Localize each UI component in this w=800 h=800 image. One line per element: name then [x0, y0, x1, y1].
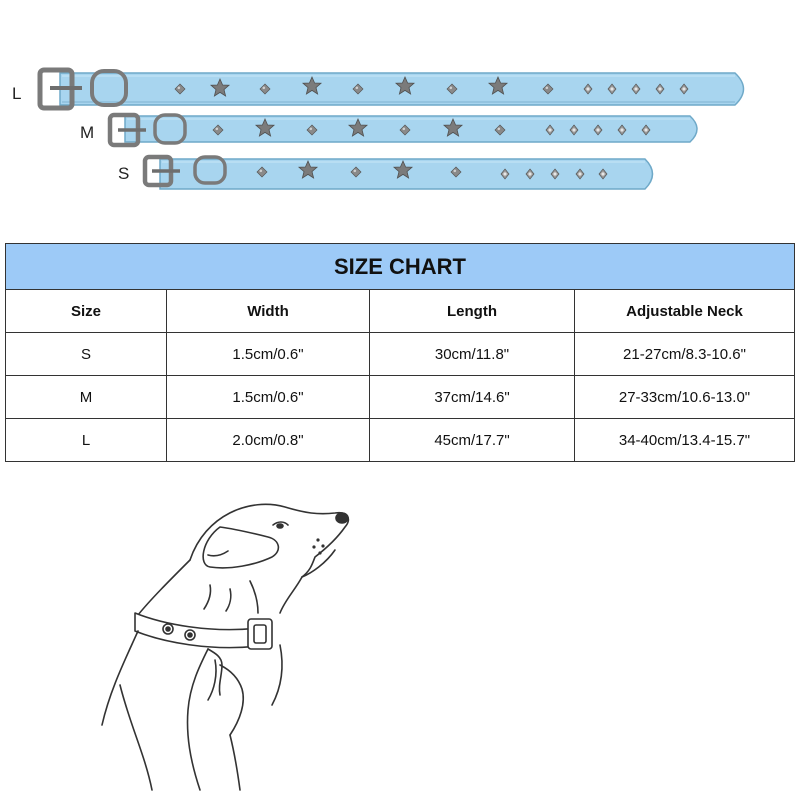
- dog-measuring-neck-icon: [101, 503, 350, 791]
- table-row: M 1.5cm/0.6" 37cm/14.6" 27-33cm/10.6-13.…: [5, 375, 795, 419]
- column-header-size: Size: [5, 289, 167, 333]
- size-chart-table: SIZE CHART Size Width Length Adjustable …: [5, 243, 795, 462]
- collar-size-label-l: L: [12, 84, 22, 103]
- length-cell: 30cm/11.8": [369, 332, 575, 376]
- width-cell: 1.5cm/0.6": [166, 332, 370, 376]
- collar-size-label-m: M: [80, 123, 95, 142]
- column-header-length: Length: [369, 289, 575, 333]
- width-cell: 2.0cm/0.8": [166, 418, 370, 462]
- table-row: L 2.0cm/0.8" 45cm/17.7" 34-40cm/13.4-15.…: [5, 418, 795, 462]
- collar-large: [37, 67, 745, 111]
- column-header-width: Width: [166, 289, 370, 333]
- width-cell: 1.5cm/0.6": [166, 375, 370, 419]
- size-cell: L: [5, 418, 167, 462]
- collar-medium: [107, 112, 698, 148]
- collar-small: [142, 154, 654, 190]
- length-cell: 37cm/14.6": [369, 375, 575, 419]
- size-chart-title: SIZE CHART: [5, 243, 795, 290]
- neck-cell: 21-27cm/8.3-10.6": [574, 332, 795, 376]
- column-header-adjustable-neck: Adjustable Neck: [574, 289, 795, 333]
- neck-cell: 34-40cm/13.4-15.7": [574, 418, 795, 462]
- size-chart-header-row: Size Width Length Adjustable Neck: [5, 289, 795, 333]
- table-row: S 1.5cm/0.6" 30cm/11.8" 21-27cm/8.3-10.6…: [5, 332, 795, 376]
- size-cell: M: [5, 375, 167, 419]
- collars-image: [37, 67, 745, 190]
- neck-cell: 27-33cm/10.6-13.0": [574, 375, 795, 419]
- collar-size-label-s: S: [118, 164, 130, 183]
- size-cell: S: [5, 332, 167, 376]
- length-cell: 45cm/17.7": [369, 418, 575, 462]
